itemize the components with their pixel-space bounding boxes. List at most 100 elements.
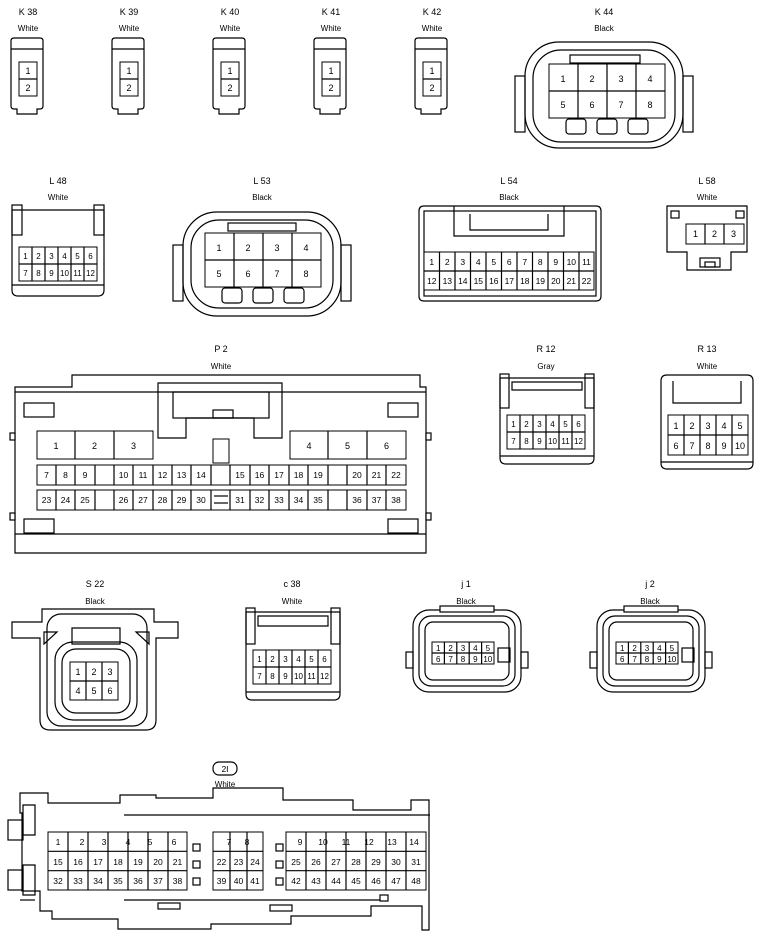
pin: 10 [735,441,745,451]
pin: 7 [511,437,516,446]
pin: 40 [234,876,244,886]
pin: 36 [133,876,143,886]
pin: 1 [227,66,232,76]
pin: 19 [133,857,143,867]
pin: 12 [320,672,329,681]
pin: 36 [352,495,362,505]
pin: 21 [372,470,382,480]
pin: 1 [216,243,221,253]
pin: 2 [126,83,131,93]
pin: 2 [632,644,637,653]
connector-id: K 44 [595,7,614,17]
pin: 3 [107,667,112,677]
pin: 1 [620,644,625,653]
pin: 7 [44,470,49,480]
pin: 6 [384,441,389,451]
pin: 1 [56,837,61,847]
pin: 8 [461,655,466,664]
pin: 28 [158,495,168,505]
pin: 5 [491,257,496,267]
pin: 22 [582,276,592,286]
pin: 2 [36,252,41,261]
pin: 9 [83,470,88,480]
pin: 33 [274,495,284,505]
pin: 15 [53,857,63,867]
pin: 6 [620,655,625,664]
pin: 14 [409,837,419,847]
pin: 4 [647,74,652,84]
pin: 4 [657,644,662,653]
pin: 1 [673,421,678,431]
pin: 13 [443,276,453,286]
pin: 14 [196,470,206,480]
connector-id: 2I [221,764,228,774]
pin: 30 [196,495,206,505]
pin: 10 [294,672,303,681]
pin: 1 [429,66,434,76]
pin: 23 [234,857,244,867]
pin: 2 [524,420,529,429]
pin: 4 [75,686,80,696]
pin: 15 [235,470,245,480]
pin: 8 [647,100,652,110]
pin: 6 [576,420,581,429]
pin: 8 [524,437,529,446]
connector-l58: L 58 White 1 2 3 [666,176,748,271]
pin: 30 [391,857,401,867]
pin: 9 [537,437,542,446]
connector-id: c 38 [283,579,300,589]
pin: 10 [119,470,129,480]
pin: 4 [306,441,311,451]
pin: 9 [657,655,662,664]
connector-color: White [220,24,241,33]
pin: 8 [303,269,308,279]
pin: 5 [560,100,565,110]
connector-j2: j 2 Black 1 2 3 4 5 6 7 8 9 10 [589,579,713,693]
connector-r13: R 13 White 1 2 3 4 5 6 7 8 9 10 [660,344,754,470]
pin: 8 [63,470,68,480]
pin: 2 [91,667,96,677]
pin: 47 [391,876,401,886]
pin: 3 [460,257,465,267]
pin: 20 [352,470,362,480]
connector-color: Black [456,597,477,606]
connector-2i: 2I White [7,761,430,931]
pin: 8 [645,655,650,664]
pin: 2 [80,837,85,847]
pin: 7 [522,257,527,267]
pin: 1 [53,441,58,451]
pin: 5 [91,686,96,696]
pin: 16 [255,470,265,480]
connector-id: L 48 [49,176,66,186]
pin: 17 [274,470,284,480]
pin: 11 [73,269,82,278]
pin: 3 [618,74,623,84]
connector-k44: K 44 Black 1 2 3 4 5 6 7 8 [514,7,694,149]
pin: 20 [551,276,561,286]
pin: 32 [53,876,63,886]
pin: 35 [113,876,123,886]
pin: 4 [550,420,555,429]
connector-color: White [119,24,140,33]
pin: 31 [235,495,245,505]
pin: 5 [670,644,675,653]
pin: 15 [474,276,484,286]
pin: 13 [177,470,187,480]
pin: 5 [345,441,350,451]
connector-k40: K 40 White 1 2 [212,7,246,115]
pin: 3 [731,229,736,239]
pin: 34 [294,495,304,505]
pin: 3 [274,243,279,253]
connector-id: K 42 [423,7,442,17]
pin: 26 [119,495,129,505]
pin: 44 [331,876,341,886]
connector-color: White [48,193,69,202]
pin: 12 [86,269,95,278]
pin: 8 [705,441,710,451]
pin: 31 [411,857,421,867]
pin: 6 [507,257,512,267]
pin: 10 [567,257,577,267]
pin: 12 [427,276,437,286]
pin: 38 [173,876,183,886]
connector-color: White [422,24,443,33]
